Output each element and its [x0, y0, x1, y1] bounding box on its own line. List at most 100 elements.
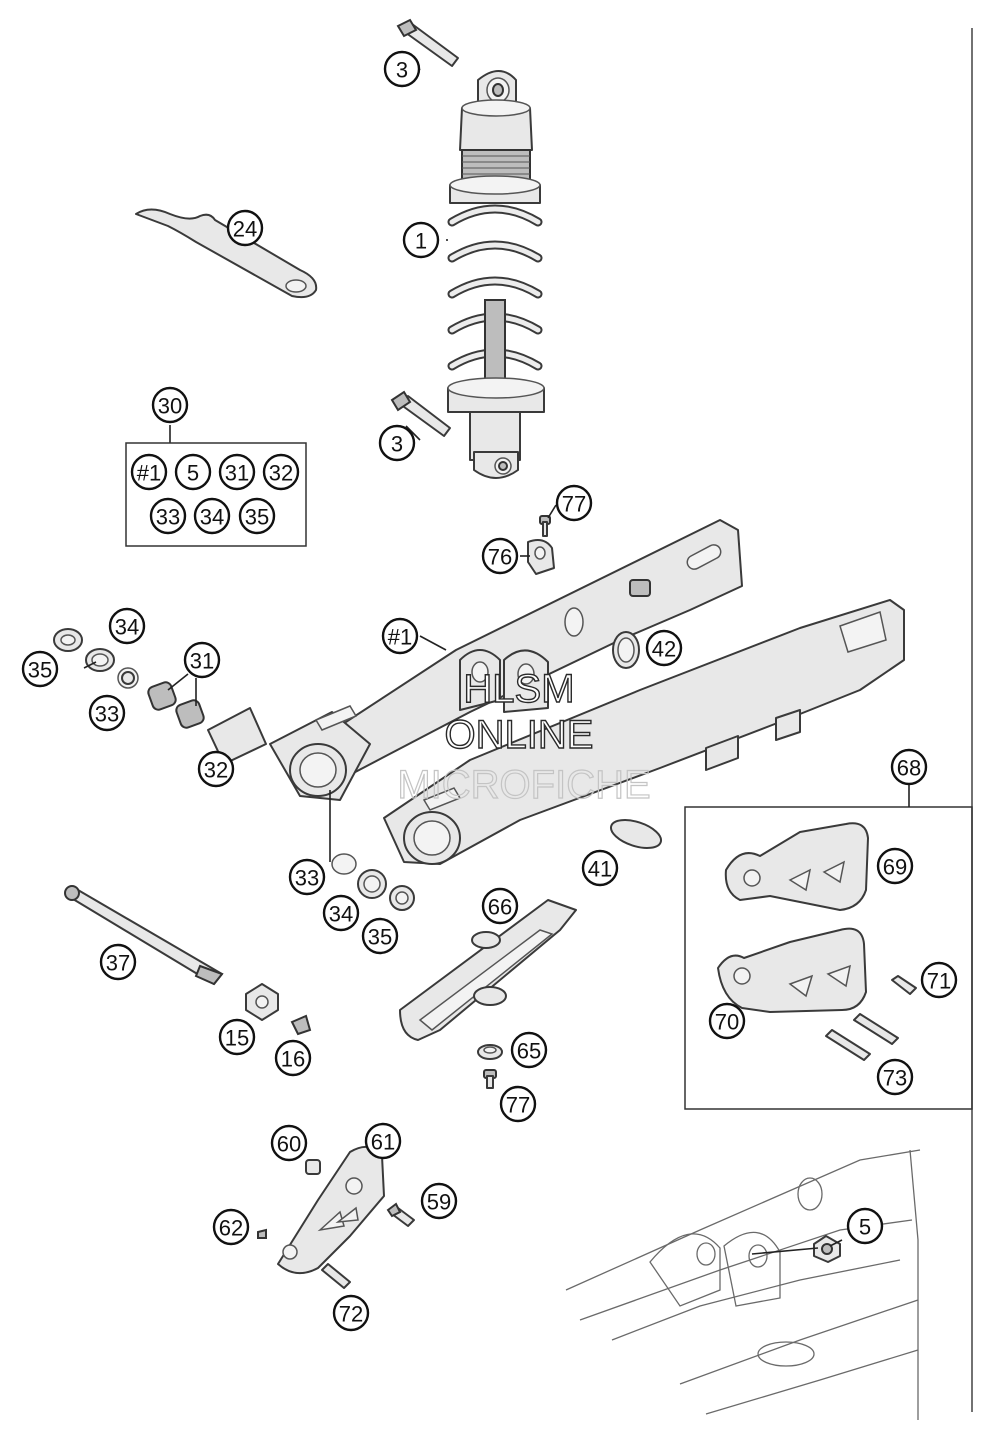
chain-slider-drawing: [399, 899, 577, 1041]
callout-number: 77: [506, 1093, 530, 1118]
callout-c-3a: 3: [383, 50, 421, 88]
callout-c-h1: #1: [381, 617, 419, 655]
callout-number: 71: [927, 969, 951, 994]
callout-number: 35: [245, 505, 269, 530]
callout-number: 73: [883, 1066, 907, 1091]
callout-c-16: 16: [274, 1039, 312, 1077]
callout-c-59: 59: [420, 1182, 458, 1220]
callout-number: 35: [368, 925, 392, 950]
callout-c-77b: 77: [499, 1085, 537, 1123]
callout-c-3b: 3: [378, 424, 416, 462]
callout-c-1: 1: [402, 221, 440, 259]
callout-number: 42: [652, 637, 676, 662]
callout-circle: [381, 617, 419, 655]
callout-circle: [130, 453, 168, 491]
callout-c-70: 70: [708, 1002, 746, 1040]
callout-circle: [890, 748, 928, 786]
callout-circle: [332, 1294, 370, 1332]
watermark-line1: HLSM: [463, 667, 574, 711]
slider-bush-drawing: [477, 1044, 503, 1060]
callout-circle: [581, 849, 619, 887]
callout-circle: [383, 50, 421, 88]
callout-circle: [108, 607, 146, 645]
callout-circle: [402, 221, 440, 259]
callout-number: 68: [897, 756, 921, 781]
callout-number: 1: [415, 229, 427, 254]
callout-number: 32: [204, 758, 228, 783]
callout-c-69: 69: [876, 847, 914, 885]
chain-guide-bracket-drawing: [277, 1145, 385, 1275]
callout-circle: [262, 453, 300, 491]
pivot-nut-drawing: [245, 983, 279, 1021]
callout-c-77a: 77: [555, 484, 593, 522]
callout-number: 66: [488, 895, 512, 920]
callout-circle: [420, 1182, 458, 1220]
callout-c-61: 61: [364, 1122, 402, 1160]
watermark-line2: ONLINE: [445, 713, 594, 757]
pivot-cap-drawing: [290, 1014, 312, 1036]
callout-c-34b: 34: [322, 894, 360, 932]
callout-number: 3: [396, 58, 408, 83]
inset-nut-drawing: [813, 1235, 841, 1263]
callout-number: 32: [269, 461, 293, 486]
chain-guide-69-drawing: [724, 822, 869, 911]
callout-c-68: 68: [890, 748, 928, 786]
chain-guide-70-drawing: [717, 927, 867, 1013]
callout-number: 3: [391, 432, 403, 457]
callout-circle: [876, 847, 914, 885]
callout-circle: [846, 1207, 884, 1245]
callout-number: 34: [115, 615, 139, 640]
callout-circle: [174, 453, 212, 491]
clamp-screw-drawing: [539, 515, 551, 537]
callout-kit30-1: 5: [174, 453, 212, 491]
callout-kit30-0: #1: [130, 453, 168, 491]
callout-number: 16: [281, 1047, 305, 1072]
callout-number: 37: [106, 951, 130, 976]
callout-circle: [183, 641, 221, 679]
callout-c-60: 60: [270, 1124, 308, 1162]
pivot-axle-drawing: [64, 885, 224, 986]
callout-circle: [99, 943, 137, 981]
callout-number: 77: [562, 492, 586, 517]
callout-number: 24: [233, 217, 257, 242]
callout-c-32: 32: [197, 750, 235, 788]
callout-c-73: 73: [876, 1058, 914, 1096]
callout-c-42: 42: [645, 629, 683, 667]
callout-c-35b: 35: [361, 917, 399, 955]
callout-c-66: 66: [481, 887, 519, 925]
bracket-spacer-60-drawing: [305, 1159, 321, 1175]
callout-kit30-3: 32: [262, 453, 300, 491]
callout-number: 31: [190, 649, 214, 674]
hook-spanner-drawing: [135, 208, 318, 299]
callout-circle: [288, 858, 326, 896]
callout-c-76: 76: [481, 537, 519, 575]
swingarm-drawing: [269, 519, 905, 865]
callout-circle: [645, 629, 683, 667]
callout-c-62: 62: [212, 1208, 250, 1246]
callout-c-31: 31: [183, 641, 221, 679]
shock-bolt-top-drawing: [396, 18, 459, 67]
swingarm-plug-42-drawing: [612, 631, 640, 669]
callout-number: 33: [295, 866, 319, 891]
callout-c-71: 71: [920, 961, 958, 999]
bracket-nut-62-drawing: [257, 1228, 267, 1239]
callout-c-15: 15: [218, 1018, 256, 1056]
kit-30-box: [125, 442, 307, 547]
callout-number: 5: [859, 1215, 871, 1240]
callout-number: 34: [329, 902, 353, 927]
callout-circle: [238, 497, 276, 535]
callout-number: 34: [200, 505, 224, 530]
callout-circle: [322, 894, 360, 932]
callout-c-24: 24: [226, 209, 264, 247]
callout-c-34a: 34: [108, 607, 146, 645]
callout-number: 65: [517, 1039, 541, 1064]
callout-circle: [218, 453, 256, 491]
callout-number: 31: [225, 461, 249, 486]
callout-kit30-6: 35: [238, 497, 276, 535]
callout-number: 30: [158, 394, 182, 419]
callout-number: 76: [488, 545, 512, 570]
watermark: HLSM ONLINE MICROFICHE: [397, 666, 652, 807]
callout-circle: [274, 1039, 312, 1077]
chain-guide-screws-73-drawing: [825, 1013, 899, 1061]
